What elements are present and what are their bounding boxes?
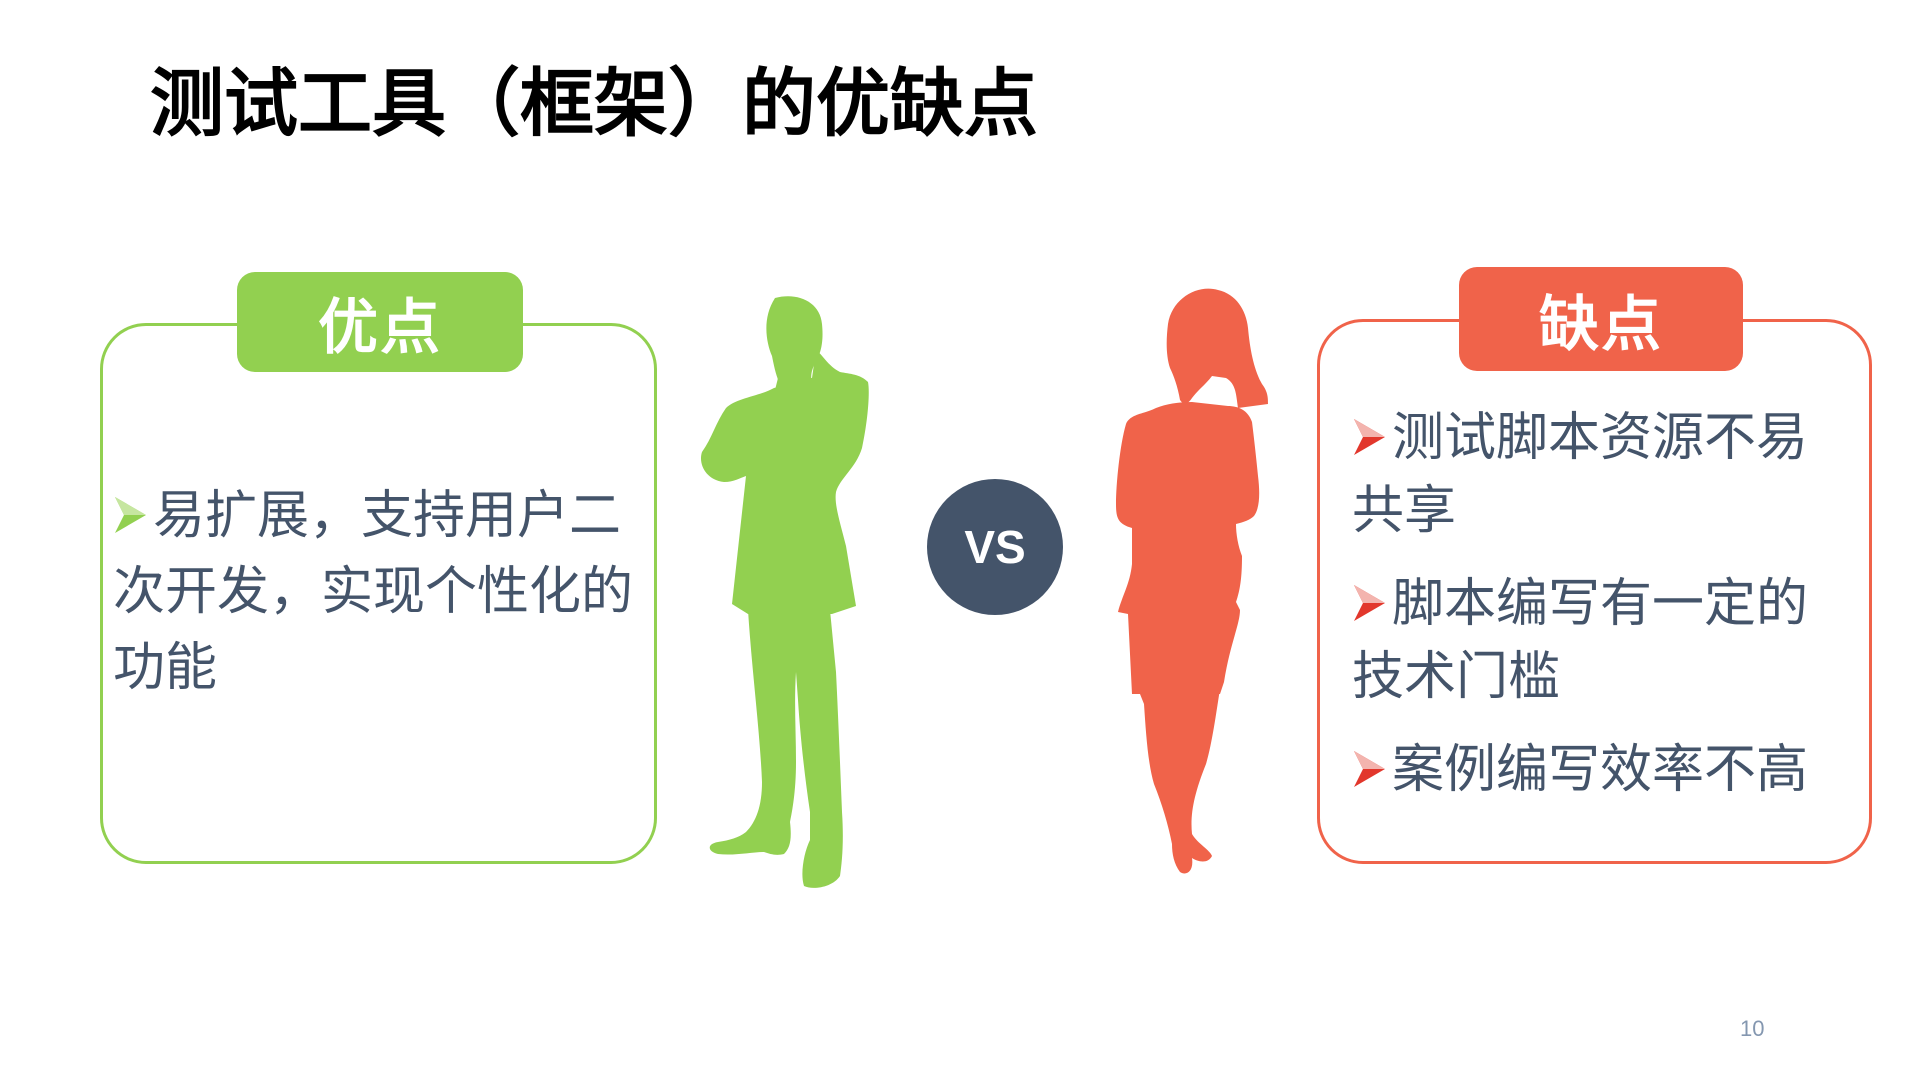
arrow-bullet-icon (1354, 585, 1385, 621)
cons-bullet-text: 脚本编写有一定的技术门槛 (1352, 574, 1809, 707)
pros-bullet-list: 易扩展，支持用户二次开发，实现个性化的功能 (113, 478, 633, 726)
cons-bullet-text: 案例编写效率不高 (1392, 740, 1809, 800)
cons-bullet-item: 案例编写效率不高 (1352, 734, 1852, 807)
cons-panel (1317, 319, 1872, 864)
cons-bullet-item: 测试脚本资源不易共享 (1352, 402, 1852, 548)
female-silhouette-icon (1116, 288, 1268, 874)
cons-bullet-item: 脚本编写有一定的技术门槛 (1352, 568, 1852, 714)
page-number: 10 (1740, 1016, 1765, 1041)
arrow-bullet-icon (1354, 419, 1385, 455)
cons-badge-label: 缺点 (1539, 289, 1663, 360)
cons-bullet-list: 测试脚本资源不易共享 脚本编写有一定的技术门槛 案例编写效率不高 (1352, 402, 1852, 827)
cons-badge: 缺点 (1459, 267, 1743, 371)
arrow-bullet-icon (115, 497, 146, 533)
pros-bullet-text: 易扩展，支持用户二次开发，实现个性化的功能 (113, 486, 634, 698)
male-silhouette-icon (700, 296, 869, 888)
vs-badge: VS (927, 479, 1063, 615)
pros-badge: 优点 (237, 272, 523, 372)
pros-bullet-item: 易扩展，支持用户二次开发，实现个性化的功能 (113, 478, 633, 706)
slide-title: 测试工具（框架）的优缺点 (150, 61, 1038, 147)
cons-bullet-text: 测试脚本资源不易共享 (1352, 408, 1809, 541)
pros-panel (100, 323, 657, 864)
vs-label: VS (964, 521, 1026, 573)
arrow-bullet-icon (1354, 751, 1385, 787)
pros-badge-label: 优点 (318, 292, 442, 363)
